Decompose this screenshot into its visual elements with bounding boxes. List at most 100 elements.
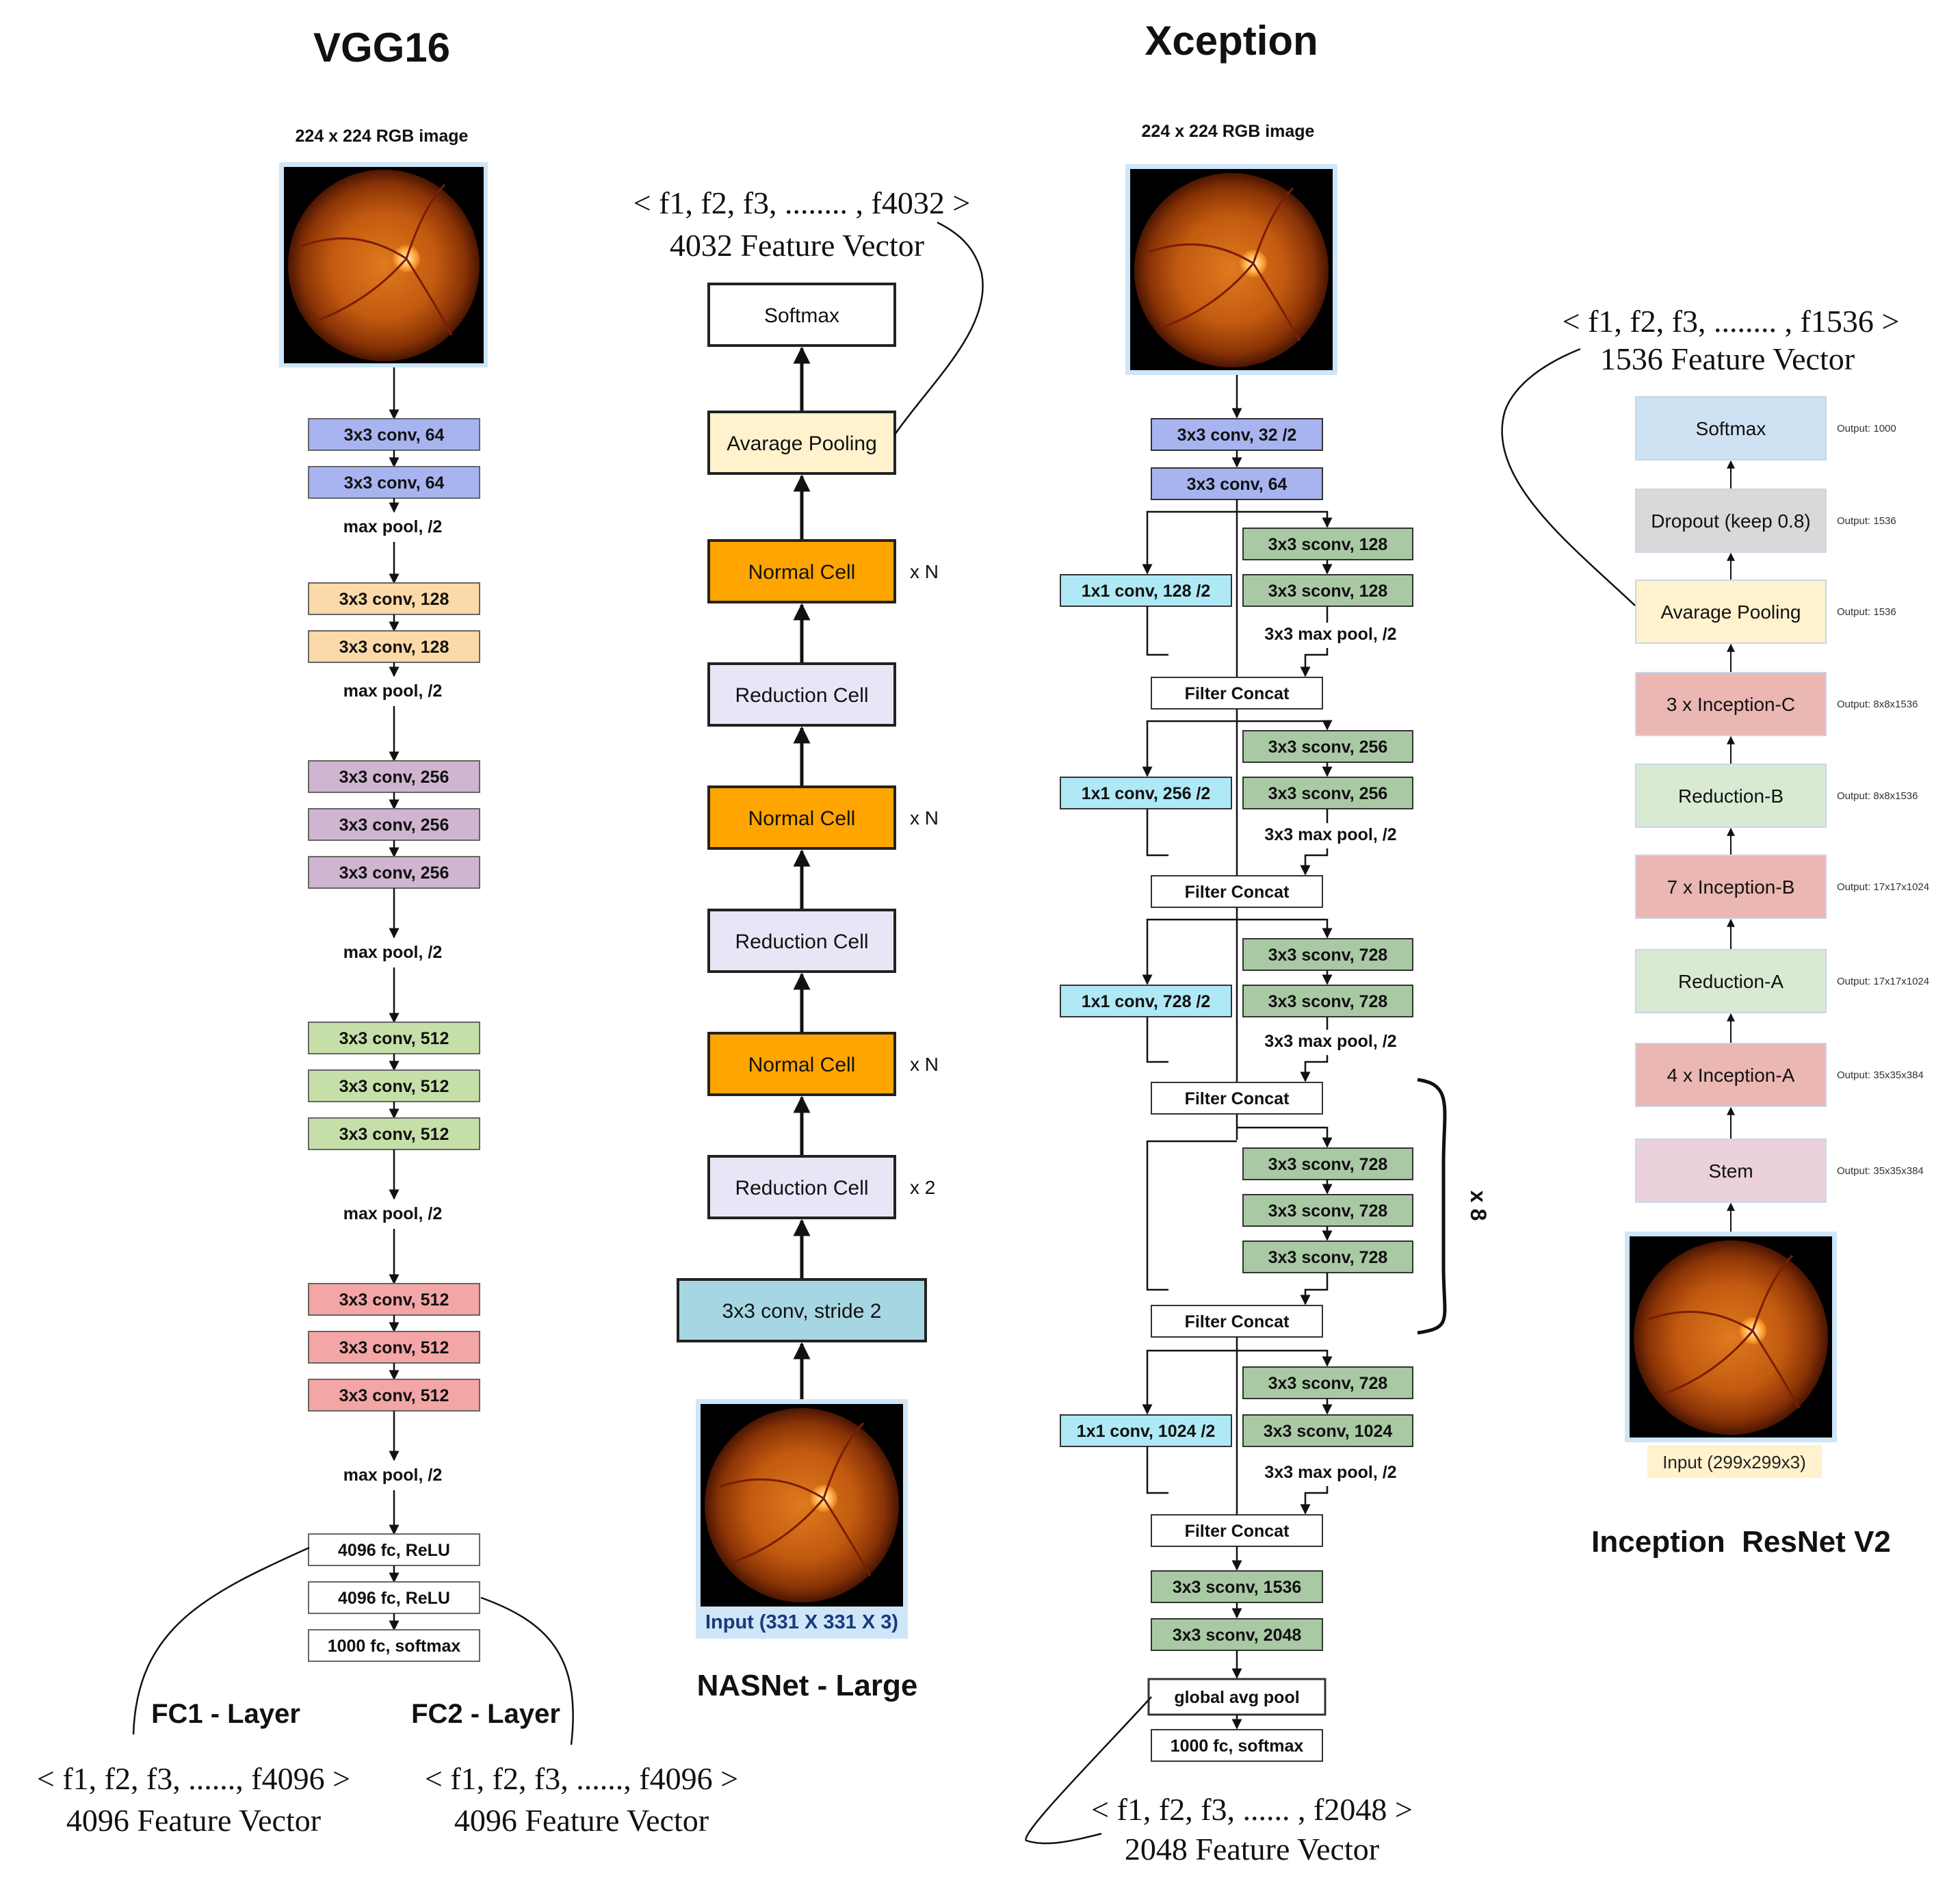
xception-sconv-label: 3x3 sconv, 728 [1268, 1248, 1388, 1267]
vgg16-layer-box [308, 856, 480, 889]
vgg16-layer: 3x3 conv, 256 [308, 760, 480, 793]
xception-tail-layer-box [1151, 1570, 1323, 1603]
xception-sconv: 3x3 sconv, 1024 [1242, 1414, 1413, 1447]
xception-tail-layer-box [1151, 1729, 1323, 1762]
xception-shortcut-line [1142, 510, 1237, 575]
inception-resnet-block-label: Reduction-A [1678, 971, 1783, 992]
vgg16-layer-label: 3x3 conv, 256 [339, 816, 449, 835]
xception-filter-concat-box [1151, 1514, 1323, 1547]
xception-filter-concat: Filter Concat [1151, 1514, 1323, 1547]
xception-shortcut-line [1142, 918, 1237, 985]
vgg16-layer-label: 4096 fc, ReLU [338, 1589, 450, 1608]
inception-resnet-block-box [1635, 1043, 1827, 1107]
xception-tail-layer-label: 1000 fc, softmax [1171, 1737, 1304, 1756]
xception-repeat-brace [1417, 1078, 1447, 1335]
xception-filter-concat: Filter Concat [1151, 677, 1323, 710]
xception-stem-box [1151, 418, 1323, 451]
vgg16-layer-label: 3x3 conv, 512 [339, 1338, 449, 1357]
xception-sconv-box [1242, 1147, 1413, 1180]
xception-branch [1237, 918, 1333, 939]
xception-sconv-box [1242, 574, 1413, 607]
vgg16-layer: 3x3 conv, 128 [308, 630, 480, 663]
xception-shortcut: 1x1 conv, 1024 /2 [1060, 1414, 1232, 1447]
inception-resnet-output-size: Output: 8x8x1536 [1837, 790, 1918, 802]
xception-merge [1300, 1055, 1329, 1082]
xception-tail-layer: 1000 fc, softmax [1151, 1729, 1323, 1762]
inception-resnet-block-box [1635, 764, 1827, 828]
nasnet-block: Reduction Cell [707, 909, 896, 973]
nasnet-multiplier: x N [910, 561, 939, 582]
xception-maxpool-label: 3x3 max pool, /2 [1264, 1032, 1396, 1051]
xception-shortcut: 1x1 conv, 128 /2 [1060, 574, 1232, 607]
xception-shortcut-line [1142, 1349, 1237, 1415]
inception-resnet-output-size: Output: 17x17x1024 [1837, 976, 1929, 987]
nasnet-block: Normal Cell [707, 1032, 896, 1096]
vgg16-layer-box [308, 582, 480, 615]
vgg16-layer: 3x3 conv, 512 [308, 1069, 480, 1102]
xception-title: Xception [1145, 18, 1318, 64]
vgg16-input-image [279, 162, 488, 367]
nasnet-block-box [677, 1278, 927, 1342]
xception-shortcut: 1x1 conv, 256 /2 [1060, 777, 1232, 809]
nasnet-block-box [707, 283, 896, 347]
vgg16-layer: 3x3 conv, 512 [308, 1331, 480, 1364]
xception-sconv: 3x3 sconv, 128 [1242, 528, 1413, 560]
xception-tail-layer-label: 3x3 sconv, 1536 [1173, 1578, 1302, 1597]
vgg16-layer: 1000 fc, softmax [308, 1629, 480, 1662]
nasnet-block-box [707, 785, 896, 850]
inception-resnet-block: Stem [1635, 1139, 1827, 1203]
nasnet-vector-connector [893, 221, 984, 435]
inception-resnet-block: Reduction-A [1635, 949, 1827, 1013]
xception-input-image [1125, 164, 1337, 375]
vgg16-layer-label: 3x3 conv, 64 [344, 426, 445, 445]
fc1-connector [132, 1546, 310, 1735]
fc1-feature-vector: < f1, f2, f3, ......, f4096 > [37, 1761, 350, 1796]
vgg16-maxpool-label: max pool, /2 [343, 681, 442, 701]
inception-resnet-block-label: 7 x Inception-B [1667, 876, 1795, 898]
xception-sconv-label: 3x3 sconv, 728 [1268, 1201, 1388, 1221]
vgg16-layer-box [308, 466, 480, 499]
vgg16-title: VGG16 [313, 25, 450, 70]
vgg16-layer: 3x3 conv, 512 [308, 1022, 480, 1054]
vgg16-layer-label: 3x3 conv, 512 [339, 1029, 449, 1048]
nasnet-block-label: Softmax [764, 304, 839, 327]
xception-merge [1300, 848, 1329, 876]
inception-resnet-output-size: Output: 1536 [1837, 606, 1896, 618]
inception-resnet-output-size: Output: 35x35x384 [1837, 1165, 1924, 1177]
vgg16-maxpool-label: max pool, /2 [343, 517, 442, 536]
xception-stem-box [1151, 467, 1323, 500]
nasnet-multiplier: x 2 [910, 1177, 935, 1198]
xception-merge [1300, 1273, 1329, 1305]
xception-sconv-label: 3x3 sconv, 128 [1268, 535, 1388, 554]
vgg16-layer: 4096 fc, ReLU [308, 1533, 480, 1566]
vgg16-layer-box [308, 1379, 480, 1412]
nasnet-block: Reduction Cell [707, 662, 896, 727]
xception-tail-layer-label: global avg pool [1174, 1688, 1299, 1707]
xception-feature-vector-caption: 2048 Feature Vector [1125, 1832, 1379, 1867]
nasnet-block-label: 3x3 conv, stride 2 [722, 1300, 882, 1323]
xception-tail-layer: 3x3 sconv, 2048 [1151, 1618, 1323, 1651]
nasnet-input-image: Input (331 X 331 X 3) [696, 1399, 908, 1639]
inception-resnet-block: 4 x Inception-A [1635, 1043, 1827, 1107]
inception-resnet-block-label: Stem [1708, 1160, 1753, 1182]
nasnet-block-box [707, 539, 896, 603]
xception-sconv-box [1242, 730, 1413, 763]
nasnet-block: Softmax [707, 283, 896, 347]
xception-stem-label: 3x3 conv, 32 /2 [1177, 426, 1297, 445]
xception-identity-line [1146, 1140, 1237, 1291]
inception-resnet-block-box [1635, 396, 1827, 460]
inception-resnet-block: 7 x Inception-B [1635, 855, 1827, 919]
vgg16-maxpool-label: max pool, /2 [343, 943, 442, 962]
xception-sconv-label: 3x3 sconv, 728 [1268, 946, 1388, 965]
xception-filter-concat-label: Filter Concat [1185, 1522, 1290, 1541]
inception-resnet-output-size: Output: 17x17x1024 [1837, 881, 1929, 893]
nasnet-block: Reduction Cell [707, 1155, 896, 1219]
fc1-feature-vector-caption: 4096 Feature Vector [66, 1803, 321, 1838]
nasnet-block-box [707, 909, 896, 973]
vgg16-layer-label: 3x3 conv, 256 [339, 863, 449, 883]
xception-sconv-label: 3x3 sconv, 128 [1268, 582, 1388, 601]
xception-sconv: 3x3 sconv, 728 [1242, 1366, 1413, 1399]
xception-shortcut-box [1060, 1414, 1232, 1447]
